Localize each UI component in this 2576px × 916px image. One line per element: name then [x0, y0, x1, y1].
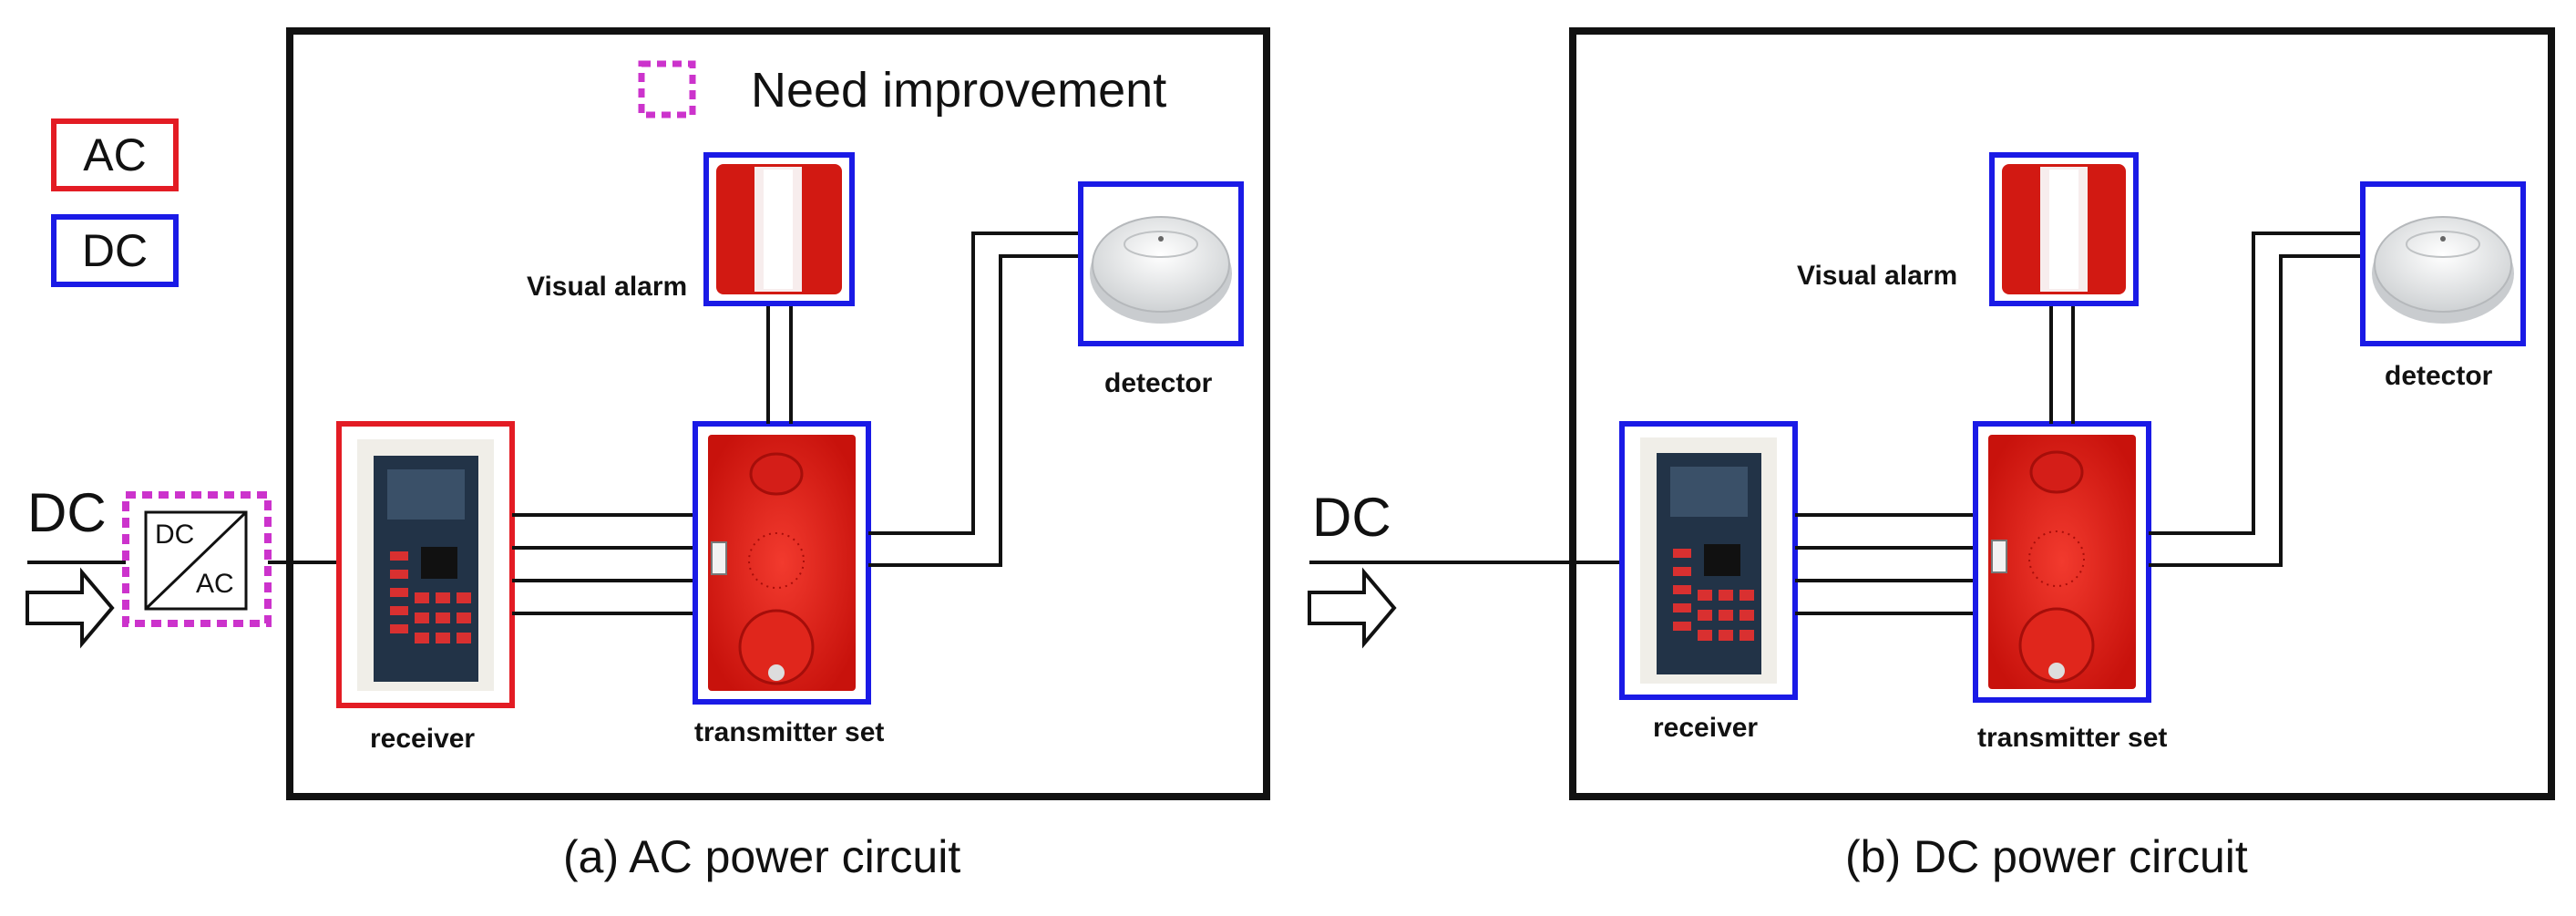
improvement-legend-label: Need improvement	[751, 63, 1167, 118]
transmitter-alarm-wires-a	[766, 304, 793, 424]
receiver-transmitter-wires-a	[512, 513, 695, 615]
dc-legend-label: DC	[81, 225, 149, 276]
receiver-a	[336, 421, 515, 708]
panel-b-frame	[1569, 27, 2555, 800]
dc-input-arrow-a	[26, 561, 126, 649]
transmitter-set-b	[1973, 421, 2151, 703]
detector-label-b: detector	[2385, 361, 2493, 391]
detector-label-a: detector	[1104, 368, 1213, 398]
dc-input-arrow-b	[1308, 561, 1622, 649]
converter-label-dc: DC	[155, 520, 195, 550]
caption-b: (b) DC power circuit	[1845, 831, 2248, 882]
receiver-label-a: receiver	[370, 724, 476, 754]
dc-legend-box: DC	[51, 214, 179, 287]
detector-b	[2360, 181, 2526, 346]
ac-legend-label: AC	[83, 129, 147, 180]
converter-label-ac: AC	[196, 569, 234, 599]
transmitter-set-a	[693, 421, 871, 705]
detector-a	[1078, 181, 1244, 346]
panel-a-frame	[286, 27, 1270, 800]
panel-b	[1308, 27, 2555, 800]
receiver-b	[1619, 421, 1798, 700]
receiver-label-b: receiver	[1653, 713, 1759, 743]
receiver-transmitter-wires-b	[1795, 513, 1976, 615]
dc-ac-converter	[122, 491, 272, 627]
visual-alarm-label-a: Visual alarm	[527, 272, 688, 302]
transmitter-detector-wires-b	[2149, 232, 2363, 567]
visual-alarm-label-b: Visual alarm	[1797, 261, 1958, 291]
improvement-legend-swatch	[638, 60, 696, 118]
transmitter-set-label-a: transmitter set	[694, 717, 885, 747]
panel-a	[26, 27, 1270, 800]
visual-alarm-b	[1989, 152, 2139, 306]
panel-a-dc-input-label: DC	[27, 482, 107, 543]
transmitter-alarm-wires-b	[2049, 304, 2075, 424]
caption-a: (a) AC power circuit	[563, 831, 961, 882]
transmitter-set-label-b: transmitter set	[1977, 723, 2168, 753]
transmitter-detector-wires-a	[868, 232, 1081, 567]
panel-b-dc-input-label: DC	[1312, 487, 1391, 548]
visual-alarm-a	[703, 152, 855, 306]
ac-legend-box: AC	[51, 118, 179, 191]
